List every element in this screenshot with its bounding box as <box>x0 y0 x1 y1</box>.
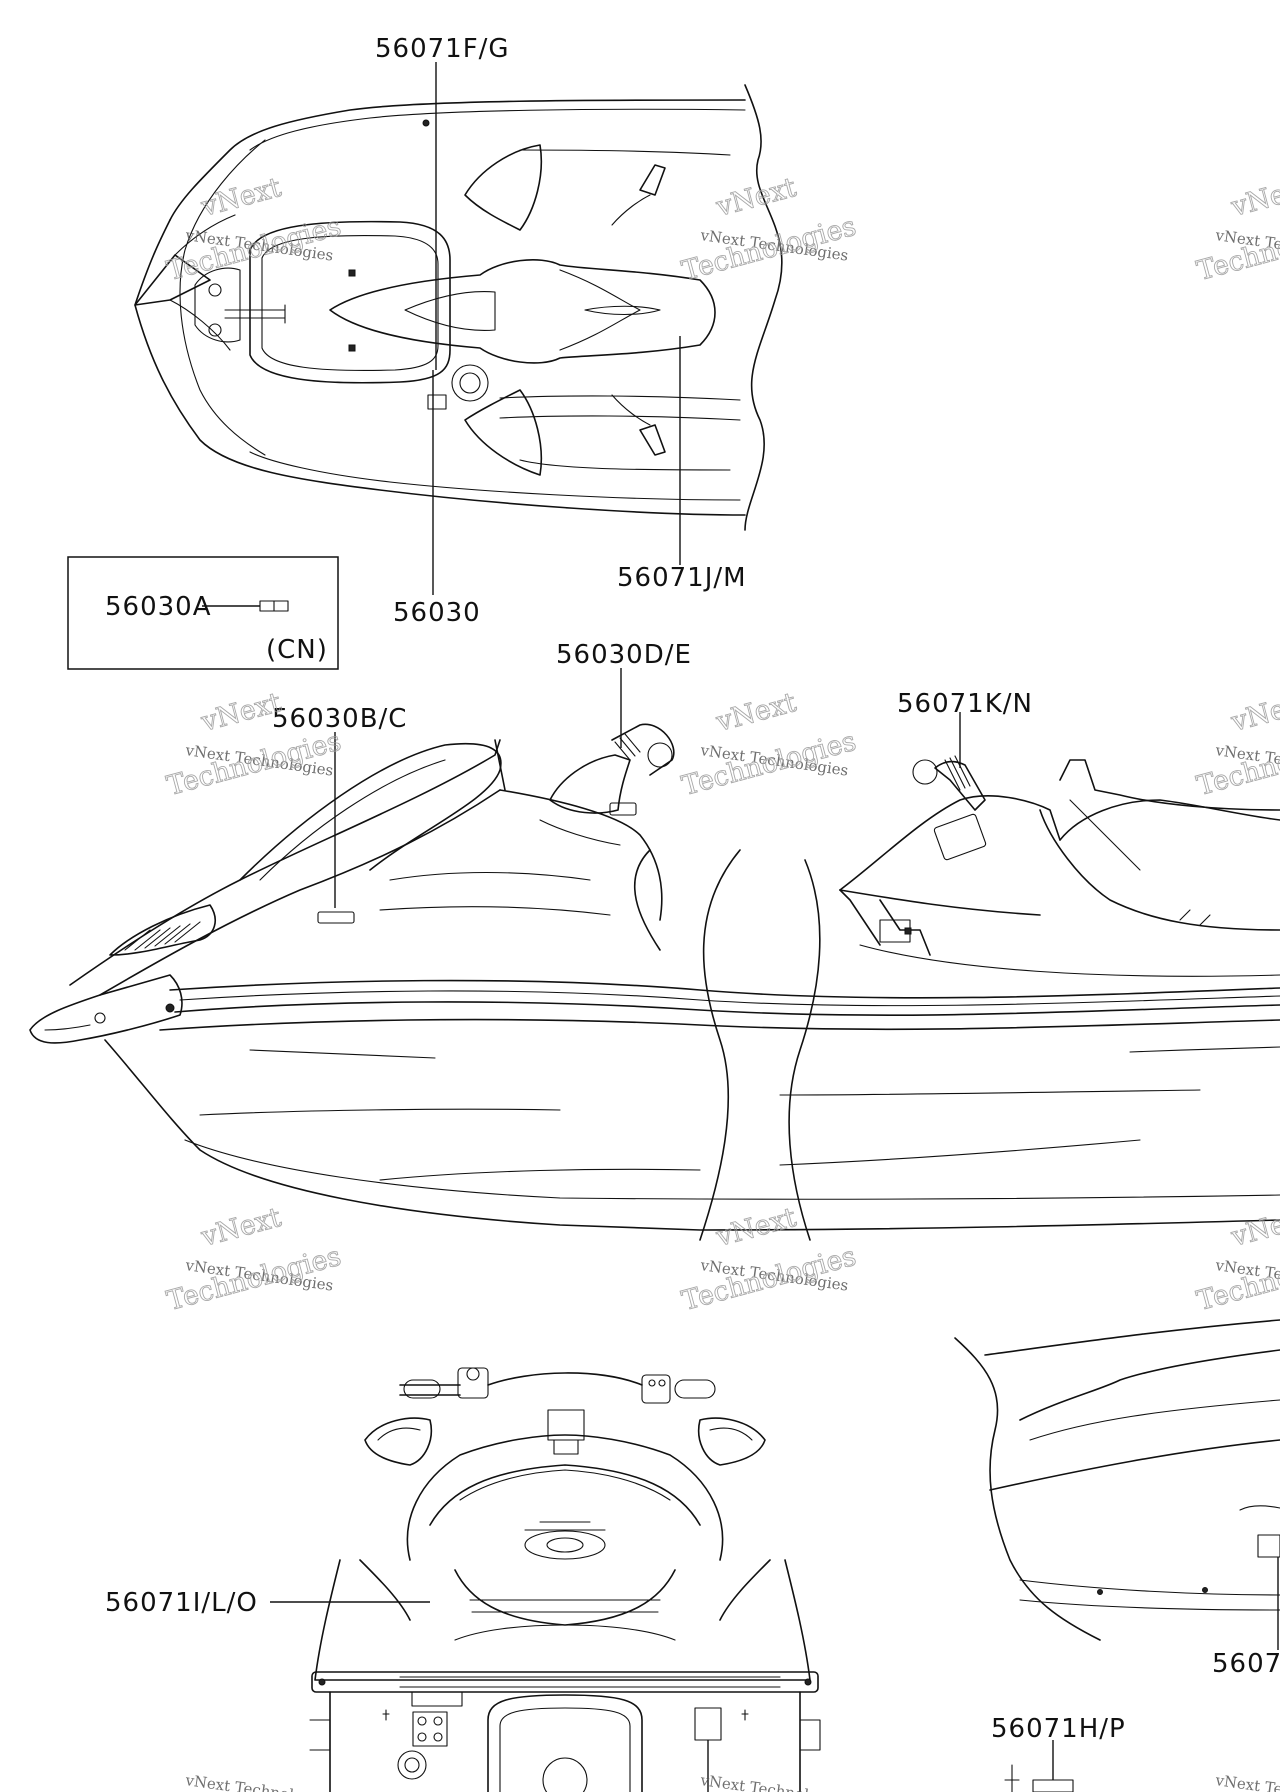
watermark-7: vNext vNext Technologies Technologies <box>163 1202 345 1318</box>
right-partial-craft <box>954 1319 1280 1792</box>
callout-side-steering: 56030D/E <box>556 640 692 670</box>
watermark-mark: vNext <box>712 172 799 223</box>
watermark-mark: vNext <box>712 1202 799 1253</box>
inset-box <box>67 556 339 670</box>
watermark-mark: vNext <box>1227 1202 1280 1253</box>
callout-side-bow: 56030B/C <box>272 704 407 734</box>
top-view-craft <box>134 84 783 531</box>
callout-top-handlebar: 56071J/M <box>617 563 747 593</box>
watermark-12: vNext Technologies <box>1213 1771 1280 1792</box>
callout-rear-small: 56071H/P <box>991 1714 1126 1744</box>
watermark-9: vNext vNext Technologies Technologies <box>1193 1202 1280 1318</box>
callout-right-hull: 5607 <box>1212 1649 1280 1679</box>
watermark-mark: vNext <box>197 1202 284 1253</box>
watermark-small: vNext Technologies <box>183 1771 334 1792</box>
watermark-mark: vNext <box>1227 172 1280 223</box>
watermark-1: vNext vNext Technologies Technologies <box>163 172 345 288</box>
watermark-11: vNext Technologies <box>698 1771 849 1792</box>
watermark-5: vNext vNext Technologies Technologies <box>678 687 860 803</box>
watermark-mark: vNext <box>1227 687 1280 738</box>
watermark-mark: vNext <box>197 172 284 223</box>
watermark-small: vNext Technologies <box>1213 1771 1280 1792</box>
watermark-10: vNext Technologies <box>183 1771 334 1792</box>
side-view-craft <box>29 723 1280 1241</box>
callout-labels: 56071F/G 56030 56071J/M 56030A (CN) 5603… <box>105 34 1280 1744</box>
watermark-small: vNext Technologies <box>698 1771 849 1792</box>
watermark-mark: vNext <box>712 687 799 738</box>
callout-top-seat: 56030 <box>393 598 481 628</box>
callout-inset-region: (CN) <box>266 635 328 665</box>
watermark-3: vNext vNext Technologies Technologies <box>1193 172 1280 288</box>
callout-inset-part: 56030A <box>105 592 212 622</box>
callout-side-console: 56071K/N <box>897 689 1033 719</box>
watermark-2: vNext vNext Technologies Technologies <box>678 172 860 288</box>
rear-view-craft <box>309 1367 821 1792</box>
watermark-6: vNext vNext Technologies Technologies <box>1193 687 1280 803</box>
callout-top-label: 56071F/G <box>375 34 510 64</box>
callout-rear-panel: 56071I/L/O <box>105 1588 258 1618</box>
